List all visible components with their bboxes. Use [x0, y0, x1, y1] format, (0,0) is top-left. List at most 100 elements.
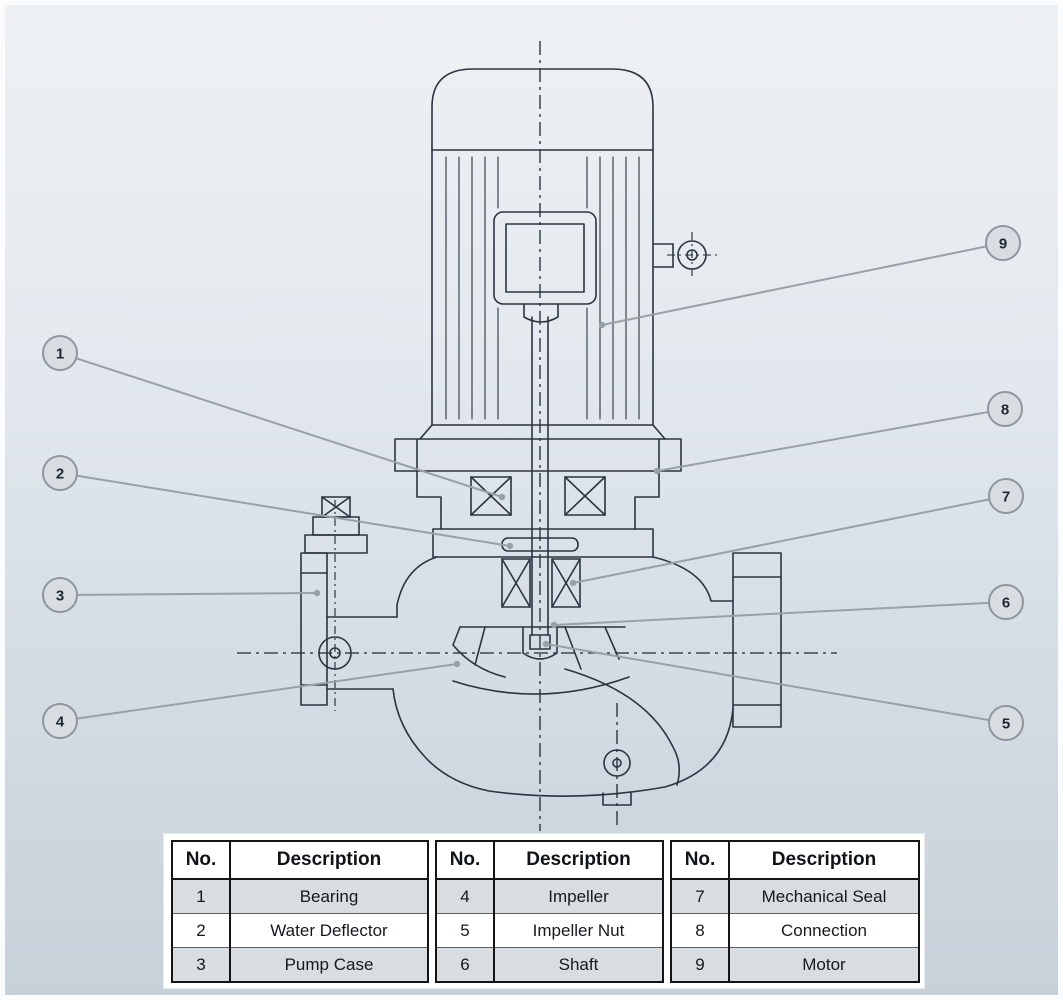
callout-circle-3: [42, 577, 78, 613]
part-number: 5: [436, 913, 495, 948]
part-number: 9: [671, 947, 730, 982]
suction-port-center: [318, 636, 352, 670]
table-header-no: No.: [436, 841, 495, 880]
table-header-row: No.Description: [172, 841, 428, 880]
callout-number-7: 7: [1002, 489, 1010, 506]
mechanical-seal-symbols: [501, 558, 581, 608]
vent-plug: [304, 496, 368, 554]
bearing-symbols: [470, 476, 606, 516]
callout-layer: 1 2 3 4 5 6 7 8 9: [42, 225, 1024, 741]
callout-circle-4: [42, 703, 78, 739]
motor-eye-bolt: [677, 240, 707, 270]
callout-circle-1: [42, 335, 78, 371]
callout-number-2: 2: [56, 466, 64, 483]
leader-dot-2: [506, 542, 514, 550]
motor-junction-box: [493, 211, 597, 305]
callout-number-9: 9: [999, 236, 1007, 253]
drain-port-center: [603, 749, 631, 777]
callout-badge-2: 2: [42, 455, 78, 491]
leader-line-8: [656, 408, 1006, 472]
part-description: Mechanical Seal: [729, 878, 919, 914]
leader-line-7: [572, 495, 1007, 584]
leader-dot-6: [550, 621, 558, 629]
callout-number-4: 4: [56, 714, 65, 731]
callout-number-5: 5: [1002, 716, 1010, 733]
leader-dot-1: [498, 493, 506, 501]
callout-badge-1: 1: [42, 335, 78, 371]
part-description: Water Deflector: [230, 913, 428, 948]
callout-number-8: 8: [1001, 402, 1009, 419]
pump-line-art: [300, 68, 782, 806]
table-header-description: Description: [729, 841, 919, 880]
left-flange: [300, 552, 328, 706]
callout-circle-2: [42, 455, 78, 491]
leader-line-2: [59, 472, 511, 547]
leader-dot-5: [542, 640, 550, 648]
table-header-no: No.: [172, 841, 231, 880]
pump-cross-section-drawing: 1 2 3 4 5 6 7 8 9: [42, 41, 1024, 831]
connection-plate: [394, 438, 682, 472]
callout-badge-7: 7: [988, 478, 1024, 514]
table-header-no: No.: [671, 841, 730, 880]
leader-line-3: [59, 592, 318, 596]
callout-number-6: 6: [1002, 595, 1010, 612]
table-header-description: Description: [230, 841, 428, 880]
callout-circle-6: [988, 584, 1024, 620]
impeller-shape: [452, 626, 630, 695]
motor-dome: [431, 68, 654, 151]
part-description: Bearing: [230, 878, 428, 914]
leader-dot-4: [453, 660, 461, 668]
impeller-nut-shape: [529, 634, 551, 650]
callout-badge-3: 3: [42, 577, 78, 613]
callout-badge-6: 6: [988, 584, 1024, 620]
leader-line-6: [553, 601, 1007, 626]
callout-badge-8: 8: [987, 391, 1023, 427]
part-number: 2: [172, 913, 231, 948]
callout-badge-9: 9: [985, 225, 1021, 261]
leader-line-9: [601, 242, 1004, 326]
callout-badge-4: 4: [42, 703, 78, 739]
part-number: 4: [436, 878, 495, 914]
part-number: 7: [671, 878, 730, 914]
part-description: Connection: [729, 913, 919, 948]
part-description: Motor: [729, 947, 919, 982]
part-number: 3: [172, 947, 231, 982]
right-flange: [732, 552, 782, 728]
part-description: Impeller Nut: [494, 913, 663, 948]
callout-circle-9: [985, 225, 1021, 261]
leader-line-1: [59, 352, 503, 498]
motor-fins: [445, 156, 640, 420]
leader-line-5: [545, 643, 1007, 724]
table-header-description: Description: [494, 841, 663, 880]
callout-number-3: 3: [56, 588, 64, 605]
callout-number-1: 1: [56, 346, 64, 363]
leader-line-4: [59, 663, 458, 722]
callout-circle-5: [988, 705, 1024, 741]
part-description: Shaft: [494, 947, 663, 982]
part-number: 6: [436, 947, 495, 982]
part-number: 8: [671, 913, 730, 948]
leader-dot-7: [569, 579, 577, 587]
table-header-row: No.Description: [671, 841, 919, 880]
leader-dot-3: [313, 589, 321, 597]
part-description: Pump Case: [230, 947, 428, 982]
leader-dot-9: [598, 321, 606, 329]
table-header-row: No.Description: [436, 841, 663, 880]
centerlines: [237, 41, 837, 831]
leader-dot-8: [653, 467, 661, 475]
callout-circle-7: [988, 478, 1024, 514]
